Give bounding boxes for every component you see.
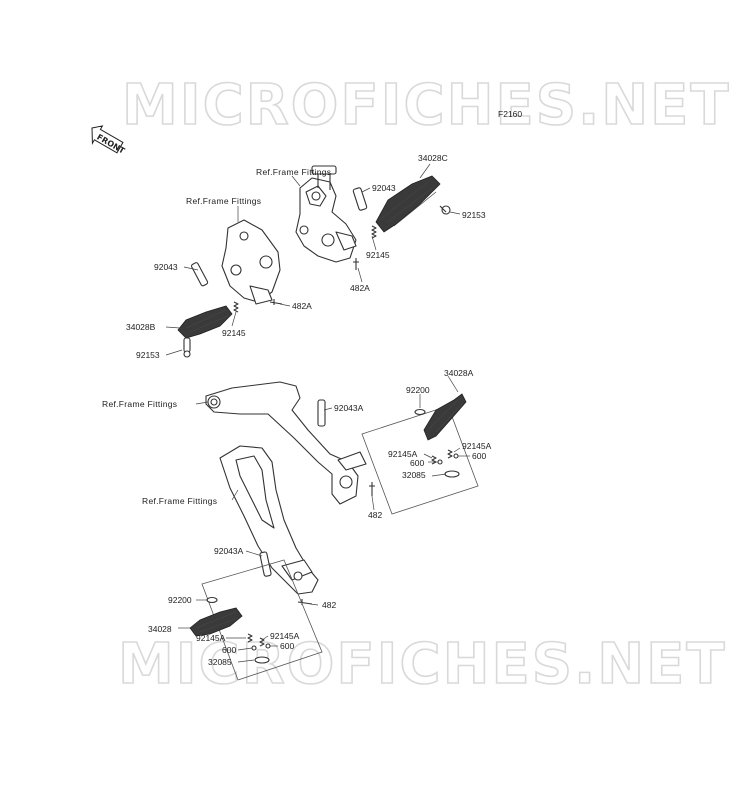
label-482a-b: 482A xyxy=(292,301,312,311)
label-482-b: 482 xyxy=(322,600,336,610)
leader-lines xyxy=(165,163,470,663)
footpeg-34028b xyxy=(177,305,233,339)
label-92153-a: 92153 xyxy=(462,210,486,220)
washer-92200-b xyxy=(206,596,218,604)
label-482-a: 482 xyxy=(368,510,382,520)
label-92043a-a: 92043A xyxy=(334,403,364,413)
label-600-c: 600 xyxy=(222,645,236,655)
label-92200-a: 92200 xyxy=(406,385,430,395)
bolt-92153-a xyxy=(439,205,451,215)
label-ref-frame-1: Ref.Frame Fittings xyxy=(256,167,331,177)
label-92153-b: 92153 xyxy=(136,350,160,360)
spring-92145a-c xyxy=(247,633,253,643)
cotter-482a-b xyxy=(269,299,283,305)
lower-left-hanger xyxy=(219,445,319,595)
label-92043a-b: 92043A xyxy=(214,546,244,556)
label-92043-b: 92043 xyxy=(154,262,178,272)
bolt-92153-b xyxy=(183,337,191,358)
label-34028b: 34028B xyxy=(126,322,156,332)
label-92145a-d: 92145A xyxy=(270,631,300,641)
label-482a-a: 482A xyxy=(350,283,370,293)
plate-32085-b xyxy=(254,656,270,664)
label-34028: 34028 xyxy=(148,624,172,634)
plate-32085-a xyxy=(444,470,460,478)
footpeg-34028a xyxy=(423,393,467,441)
label-600-a: 600 xyxy=(410,458,424,468)
cotter-482-a xyxy=(369,482,375,496)
spring-92145a-b xyxy=(447,449,453,459)
label-34028a: 34028A xyxy=(444,368,474,378)
label-600-d: 600 xyxy=(280,641,294,651)
watermark-top: MICROFICHES.NET xyxy=(122,73,731,138)
label-ref-frame-4: Ref.Frame Fittings xyxy=(142,496,217,506)
detail-box-lower xyxy=(201,559,323,681)
label-92145a-b: 92145A xyxy=(388,449,418,459)
label-600-b: 600 xyxy=(472,451,486,461)
ball-600-b xyxy=(453,453,459,459)
detail-box-upper xyxy=(361,405,479,515)
label-92043-a: 92043 xyxy=(372,183,396,193)
pin-92043-b xyxy=(190,262,209,287)
watermark-bottom: MICROFICHES.NET xyxy=(118,632,727,697)
washer-92200-a xyxy=(414,408,426,416)
label-34028c: 34028C xyxy=(418,153,448,163)
upper-right-bracket xyxy=(295,165,357,263)
label-92145-a: 92145 xyxy=(366,250,390,260)
ball-600-a xyxy=(437,459,443,465)
pin-92043a-a xyxy=(317,399,326,427)
label-92145a-c: 92145A xyxy=(196,633,226,643)
footpeg-34028c xyxy=(375,175,441,233)
spring-92145-b xyxy=(233,301,239,313)
label-ref-frame-3: Ref.Frame Fittings xyxy=(102,399,177,409)
ball-600-d xyxy=(265,643,271,649)
footpeg-34028 xyxy=(189,607,243,637)
cotter-482a-a xyxy=(353,258,359,270)
pin-92043-a xyxy=(352,187,368,211)
label-92200-b: 92200 xyxy=(168,595,192,605)
spring-92145a-a xyxy=(431,455,437,465)
figure-code: F2160 xyxy=(498,109,522,119)
label-92145-b: 92145 xyxy=(222,328,246,338)
label-ref-frame-2: Ref.Frame Fittings xyxy=(186,196,261,206)
label-32085-a: 32085 xyxy=(402,470,426,480)
ball-600-c xyxy=(251,645,257,651)
spring-92145-a xyxy=(371,225,377,239)
lower-right-hanger xyxy=(205,381,367,505)
label-32085-b: 32085 xyxy=(208,657,232,667)
pin-92043a-b xyxy=(259,551,272,577)
label-92145a-a: 92145A xyxy=(462,441,492,451)
upper-left-bracket xyxy=(221,219,281,305)
